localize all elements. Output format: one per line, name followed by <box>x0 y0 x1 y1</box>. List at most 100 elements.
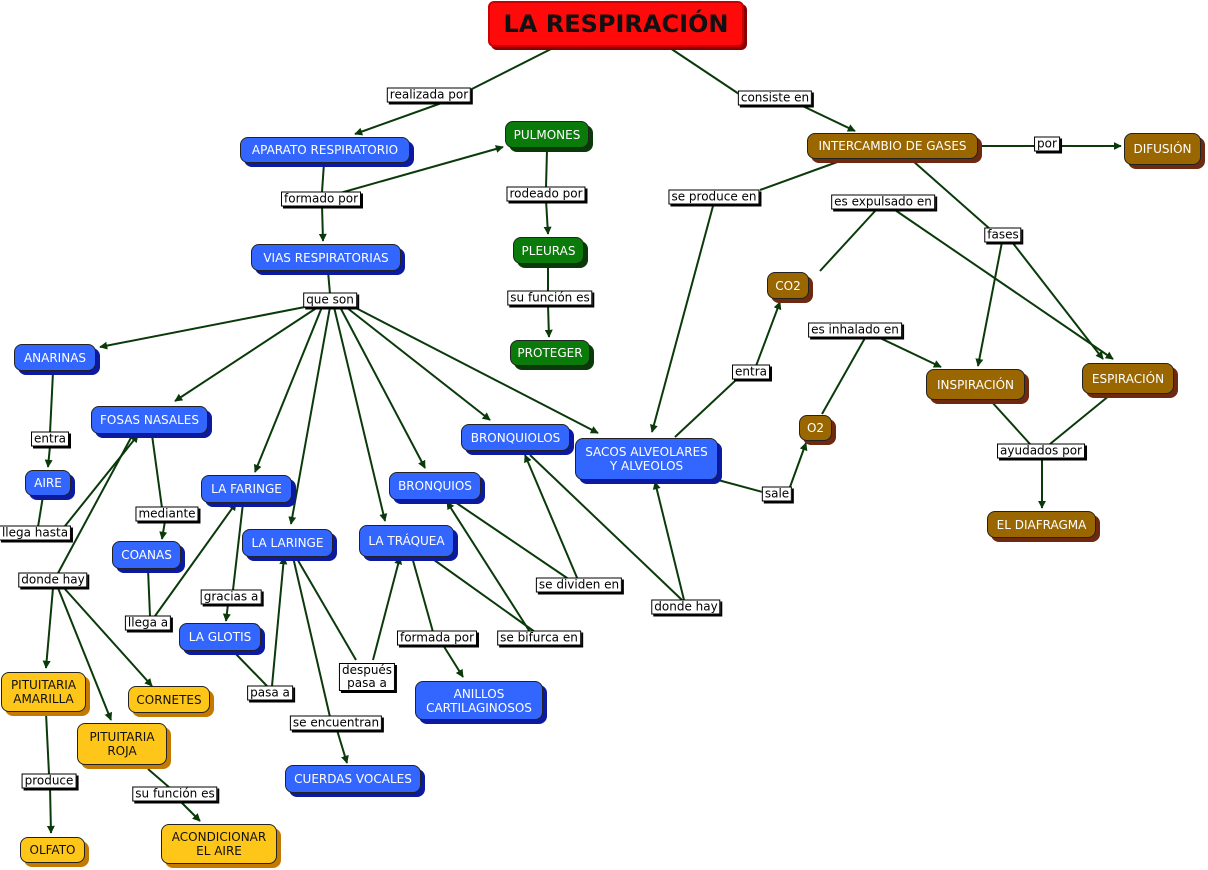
link-label: pasa a <box>247 685 293 701</box>
node-intercambio-de-gases[interactable]: INTERCAMBIO DE GASES <box>807 133 978 159</box>
link-label: realizada por <box>386 87 472 103</box>
node-aparato-respiratorio[interactable]: APARATO RESPIRATORIO <box>240 137 410 163</box>
node-acondicionar-el-aire[interactable]: ACONDICIONAR EL AIRE <box>161 824 277 864</box>
connector <box>345 306 491 421</box>
connector <box>529 454 683 601</box>
node-olfato[interactable]: OLFATO <box>20 837 85 863</box>
connector <box>147 768 171 789</box>
node-pituitaria-roja[interactable]: PITUITARIA ROJA <box>77 723 167 765</box>
node-sacos-alveolares[interactable]: SACOS ALVEOLARES Y ALVEOLOS <box>575 438 718 480</box>
connector <box>454 501 571 581</box>
node-inspiracion[interactable]: INSPIRACIÓN <box>926 369 1025 400</box>
link-label: su función es <box>507 290 593 306</box>
connector <box>159 520 168 540</box>
link-label: por <box>1034 136 1060 152</box>
node-la-faringe[interactable]: LA FARINGE <box>201 475 292 503</box>
connector <box>789 442 808 488</box>
link-label: consiste en <box>737 90 813 106</box>
connector <box>879 337 942 368</box>
connector <box>254 306 323 473</box>
node-anarinas[interactable]: ANARINAS <box>14 344 96 371</box>
node-bronquios[interactable]: BRONQUIOS <box>389 472 481 500</box>
connector <box>717 479 771 495</box>
connector <box>652 481 685 601</box>
link-label: mediante <box>135 506 199 522</box>
connector <box>174 306 319 402</box>
connector <box>271 556 288 687</box>
link-label: es inhalado en <box>808 322 902 338</box>
link-label: después pasa a <box>338 663 396 691</box>
link-label: es expulsado en <box>831 194 935 210</box>
connector <box>990 400 1031 445</box>
connector <box>44 445 53 468</box>
link-label: llega a <box>124 615 172 631</box>
connector <box>1011 241 1104 360</box>
connector <box>545 149 548 188</box>
node-vias-respiratorias[interactable]: VIAS RESPIRATORIAS <box>251 244 401 271</box>
connector <box>755 301 782 367</box>
connector <box>336 729 349 764</box>
connector <box>759 160 841 191</box>
link-label: donde hay <box>18 572 88 588</box>
connector <box>650 205 714 433</box>
connector <box>333 306 388 522</box>
node-espiracion[interactable]: ESPIRACIÓN <box>1082 363 1174 394</box>
connector <box>292 556 331 718</box>
connector <box>295 556 357 661</box>
link-label: rodeado por <box>506 186 586 202</box>
node-pituitaria-amarilla[interactable]: PITUITARIA AMARILLA <box>1 672 86 712</box>
node-coanas[interactable]: COANAS <box>112 541 181 569</box>
node-el-diafragma[interactable]: EL DIAFRAGMA <box>987 511 1096 538</box>
link-label: entra <box>732 364 770 380</box>
node-la-glotis[interactable]: LA GLOTIS <box>179 623 261 651</box>
node-cornetes[interactable]: CORNETES <box>128 686 210 713</box>
connector <box>232 502 244 591</box>
node-bronquiolos[interactable]: BRONQUIOLOS <box>461 424 570 451</box>
node-fosas-nasales[interactable]: FOSAS NASALES <box>91 406 208 434</box>
node-aire[interactable]: AIRE <box>25 470 71 496</box>
connector <box>446 501 531 633</box>
link-label: su función es <box>132 786 218 802</box>
connector <box>42 587 54 669</box>
connector <box>64 434 139 527</box>
node-o2[interactable]: O2 <box>799 415 832 441</box>
link-label: entra <box>31 431 69 447</box>
connector <box>49 371 54 434</box>
node-proteger[interactable]: PROTEGER <box>510 340 590 366</box>
link-label: se encuentran <box>289 715 383 731</box>
connector <box>429 556 536 633</box>
node-anillos-cartilaginosos[interactable]: ANILLOS CARTILAGINOSOS <box>415 681 543 720</box>
link-label: que son <box>303 292 357 308</box>
link-label: se dividen en <box>535 577 623 593</box>
connector <box>544 304 553 338</box>
node-co2[interactable]: CO2 <box>767 272 809 299</box>
connector <box>56 433 134 576</box>
connector <box>232 650 268 687</box>
link-label: sale <box>761 486 793 502</box>
connector <box>354 99 451 136</box>
connector <box>351 305 599 434</box>
connector <box>442 644 464 678</box>
link-label: produce <box>21 773 77 789</box>
connector <box>57 587 113 721</box>
connector <box>339 145 504 194</box>
node-difusion[interactable]: DIFUSIÓN <box>1124 133 1201 165</box>
node-la-traquea[interactable]: LA TRÁQUEA <box>359 525 454 557</box>
node-pleuras[interactable]: PLEURAS <box>513 237 584 264</box>
title-node[interactable]: LA RESPIRACIÓN <box>488 1 744 47</box>
link-label: se bifurca en <box>497 630 581 646</box>
connector <box>288 306 331 525</box>
node-pulmones[interactable]: PULMONES <box>505 121 589 148</box>
node-la-laringe[interactable]: LA LARINGE <box>242 529 333 557</box>
connector <box>821 337 866 415</box>
connector <box>46 786 55 834</box>
connector <box>411 556 434 633</box>
connector <box>151 434 163 509</box>
connector <box>543 199 552 235</box>
link-label: formada por <box>396 630 478 646</box>
connector <box>222 603 231 622</box>
node-cuerdas-vocales[interactable]: CUERDAS VOCALES <box>285 765 421 793</box>
connector <box>524 454 579 581</box>
link-label: gracias a <box>200 589 262 605</box>
